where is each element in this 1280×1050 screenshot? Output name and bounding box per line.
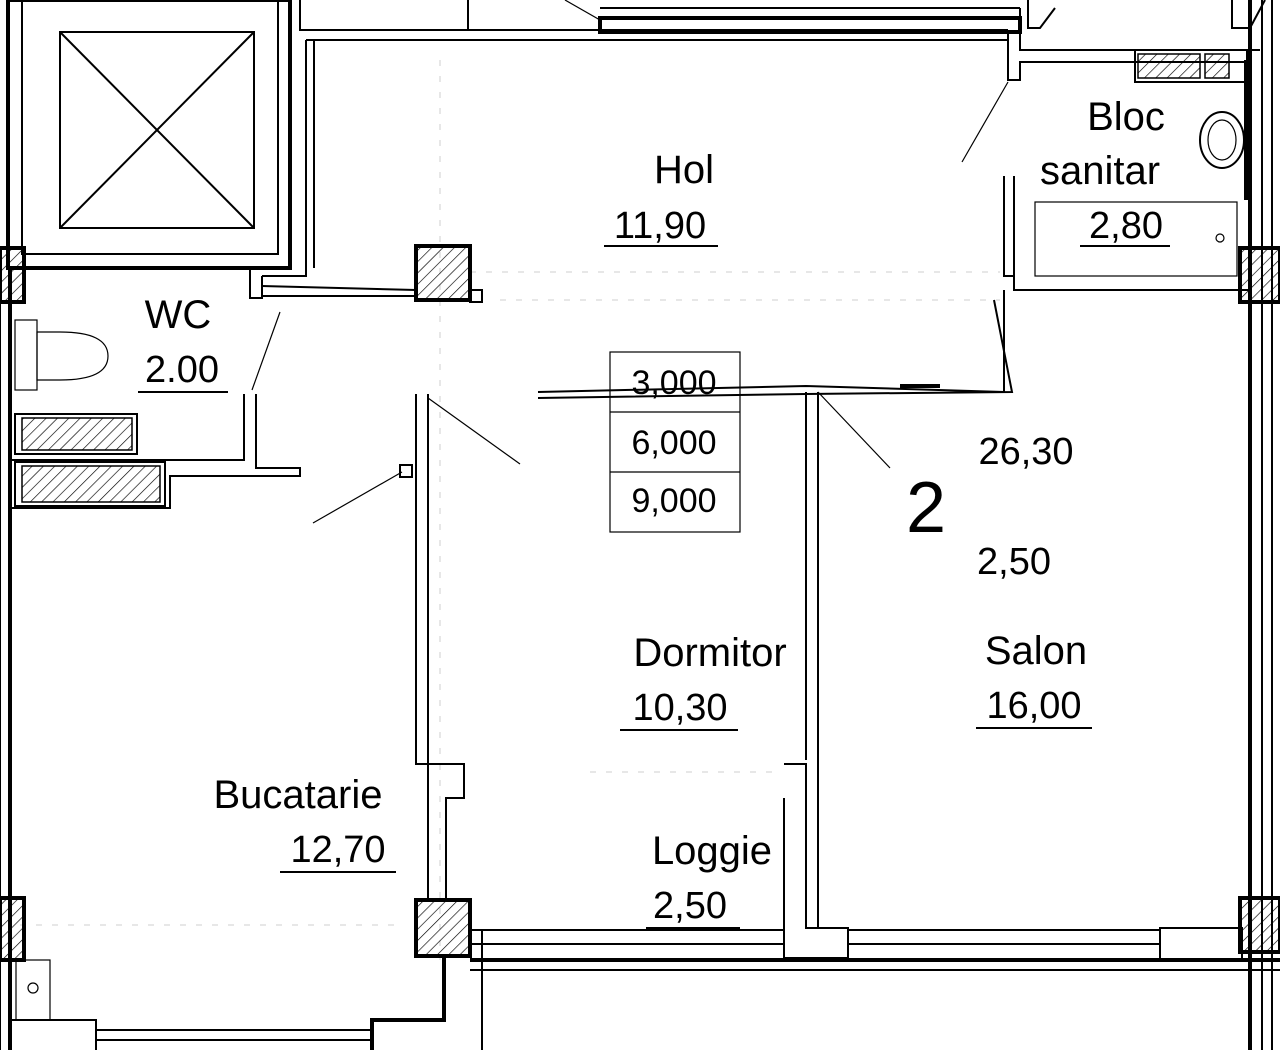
- top-wall: [262, 0, 1266, 277]
- room-name-hol: Hol: [654, 148, 714, 192]
- room-area-dormitor: 10,30: [632, 687, 727, 729]
- hall-partitions: [261, 285, 1014, 399]
- room-area-loggie: 2,50: [653, 885, 727, 927]
- room-name-bloc: Bloc: [1087, 95, 1165, 139]
- column-center-top: [414, 244, 472, 302]
- apartment-total-area: 26,30: [978, 431, 1073, 473]
- room-name-sanitar: sanitar: [1040, 149, 1160, 193]
- apartment-marker: 2 26,30 2,50: [906, 431, 1074, 583]
- room-name-dormitor: Dormitor: [633, 631, 786, 675]
- dimension-table: 3,000 6,000 9,000: [609, 351, 741, 533]
- room-name-wc: WC: [145, 293, 212, 337]
- room-area-bucatarie: 12,70: [290, 829, 385, 871]
- left-wall: [0, 246, 263, 1050]
- room-area-hol: 11,90: [614, 205, 706, 247]
- right-wall: [1238, 0, 1280, 1050]
- bathroom-walls: [961, 49, 1250, 300]
- room-area-bloc-sanitar: 2,80: [1089, 205, 1163, 247]
- room-name-bucatarie: Bucatarie: [214, 773, 383, 817]
- room-name-loggie: Loggie: [652, 829, 772, 873]
- room-area-salon: 16,00: [986, 685, 1081, 727]
- bottom-walls: [10, 927, 1280, 1050]
- column-center-bottom: [414, 898, 472, 958]
- guide-lines: [20, 60, 1000, 960]
- room-name-salon: Salon: [985, 629, 1087, 673]
- room-area-wc: 2.00: [145, 349, 219, 391]
- room-labels: Hol 11,90 Bloc sanitar 2,80 WC 2.00 Dorm…: [138, 95, 1170, 929]
- wc-block: [10, 311, 413, 524]
- dimension-2: 6,000: [631, 424, 716, 462]
- ceiling-height: 2,50: [977, 541, 1051, 583]
- elevator-shaft: [6, 0, 292, 270]
- dimension-1: 3,000: [631, 364, 716, 402]
- apartment-number: 2: [906, 468, 946, 548]
- dimension-3: 9,000: [631, 482, 716, 520]
- bedroom-partitions: [415, 391, 891, 959]
